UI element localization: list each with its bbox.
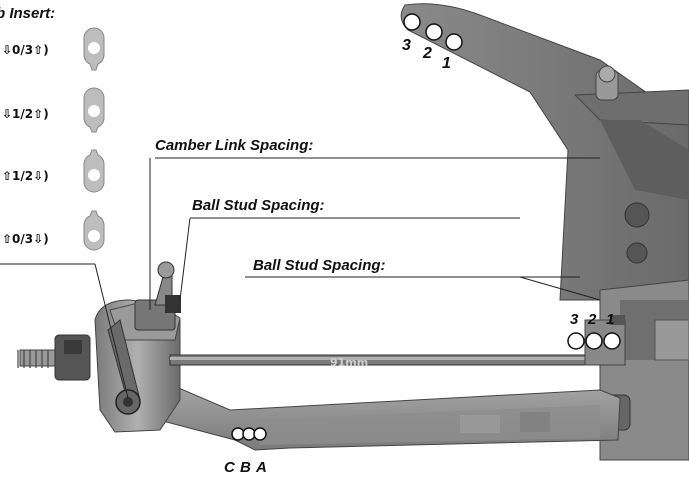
tower-hole-1 [445,33,463,51]
arm-hole-label-c: C [224,459,236,476]
arm-hole-b [242,427,256,441]
arm-hole-label-b: B [240,459,251,476]
insert-icon-4 [88,230,100,242]
insert-legend-title: b Insert: [0,5,55,22]
insert-item: ⇧0/3⇩) [2,210,105,251]
hub-hole-1 [603,332,621,350]
insert-setting-4: ⇧0/3⇩) [2,232,49,246]
insert-setting-3: ⇧1/2⇩) [2,169,49,183]
insert-item: ⇧1/2⇩) [2,149,105,193]
tower-hole-label-1: 1 [442,55,451,72]
tower-hole-2 [425,23,443,41]
insert-legend: b Insert: ⇩0/3⇧) ⇩1/2⇧) ⇧1/2⇩) ⇧0/3⇩) [0,5,105,251]
lower-arm [116,379,621,451]
hub-carrier [17,261,181,433]
insert-icon-1 [88,42,100,54]
tower-hole-label-3: 3 [402,37,411,54]
tower-hole-3 [403,13,421,31]
hub-hole-3 [567,332,585,350]
arm-hole-a [253,427,267,441]
drive-shaft: 91mm [169,354,591,369]
hub-hole-label-1: 1 [606,311,614,328]
insert-item: ⇩0/3⇧) [2,27,105,71]
hub-hole-markers: 3 2 1 [567,311,621,350]
insert-icon-2 [88,105,100,117]
hub-hole-label-3: 3 [570,311,579,328]
ball-stud-spacing-label-lower: Ball Stud Spacing: [253,257,386,274]
hub-hole-2 [585,332,603,350]
arm-hole-markers: C B A [224,427,267,476]
hub-hole-label-2: 2 [587,311,597,328]
leader-lines [0,157,601,399]
shock-tower [400,3,689,301]
arm-hole-label-a: A [255,459,267,476]
insert-item: ⇩1/2⇧) [2,87,105,133]
insert-setting-2: ⇩1/2⇧) [2,107,49,121]
arm-hole-c [231,427,245,441]
insert-setting-1: ⇩0/3⇧) [2,43,49,57]
camber-link-spacing-label: Camber Link Spacing: [155,137,313,154]
tower-hole-label-2: 2 [422,45,432,62]
ball-stud-spacing-label-upper: Ball Stud Spacing: [192,197,325,214]
length-marking: 91mm [330,356,368,369]
insert-icon-3 [88,169,100,181]
tower-hole-markers: 3 2 1 [402,13,463,72]
